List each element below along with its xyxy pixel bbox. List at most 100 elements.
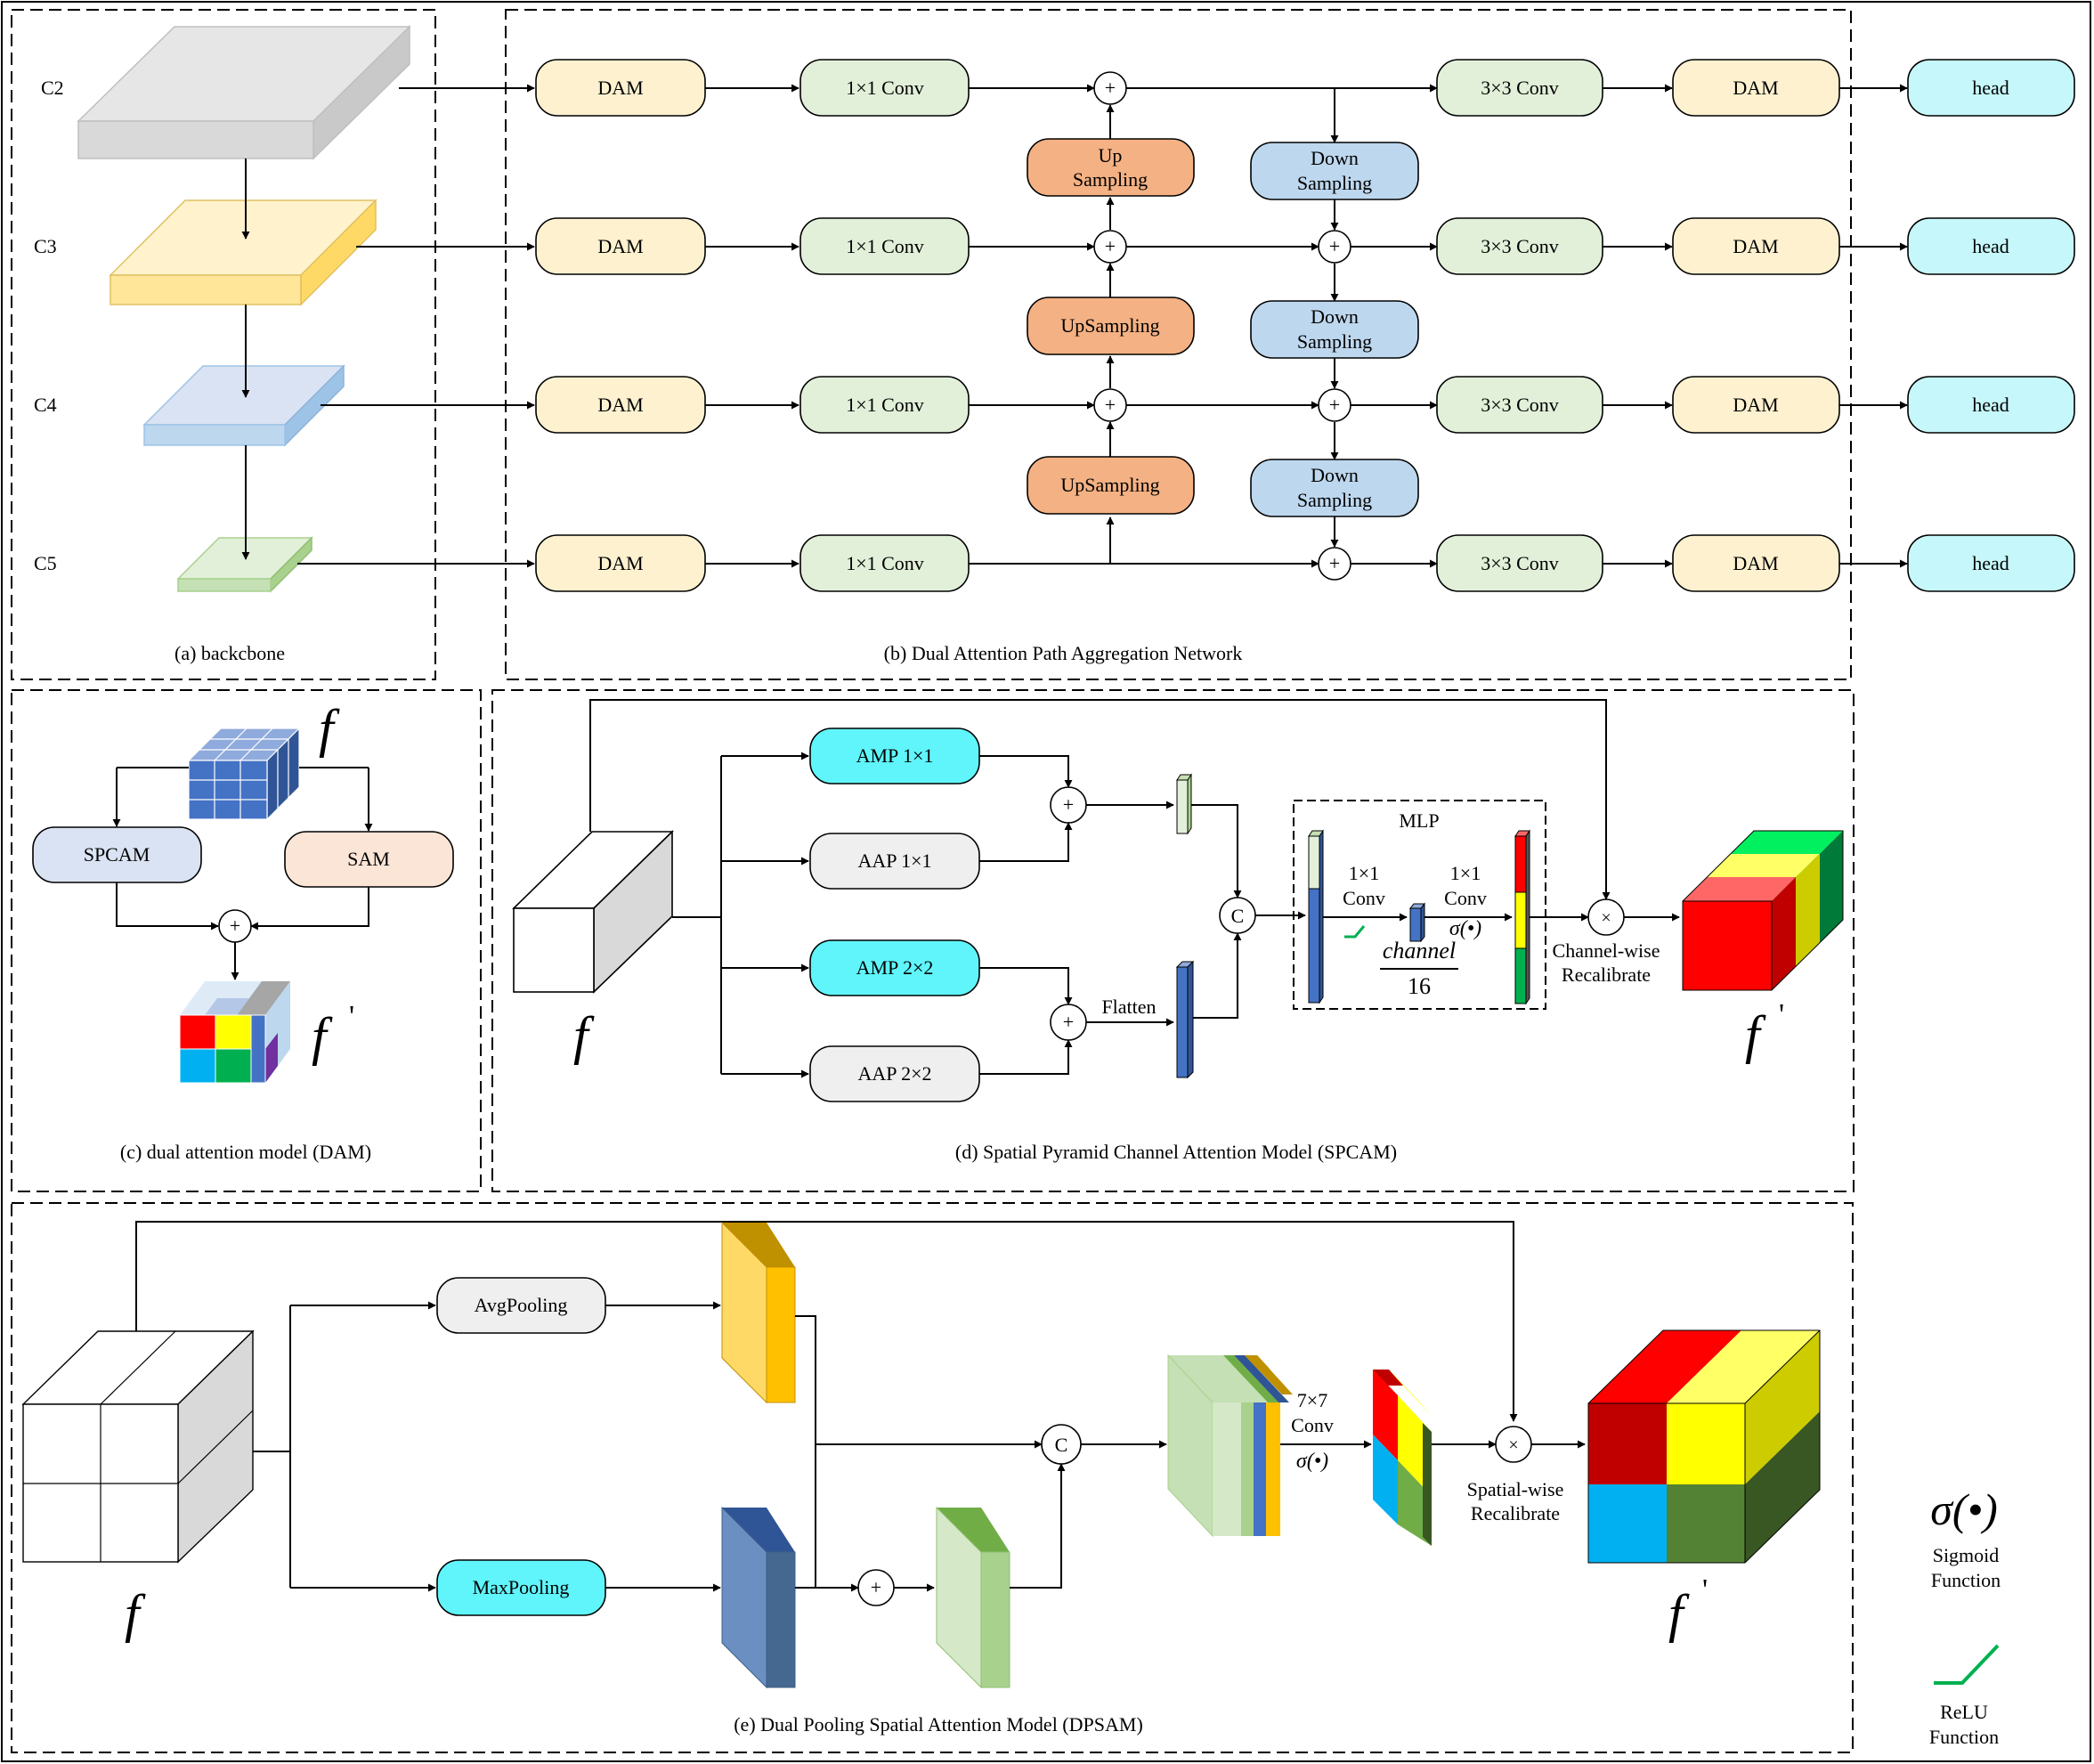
panel-a-caption: (a) backcbone [174,642,285,664]
conv3x3-box [1436,376,1603,434]
level-label-c2: C2 [41,77,64,99]
amp-1x1-label: AMP 1×1 [856,744,934,767]
head-label: head [1972,394,2009,416]
conv3x3-box [1436,534,1603,592]
add-symbol: + [1329,394,1340,416]
relu-icon [1344,925,1366,939]
legend: σ(•) Sigmoid Function ReLU Function [1929,1484,2001,1748]
slab-c4 [142,364,345,447]
output-cube-f-prime [179,981,290,1084]
feature-cuboid-f [512,830,674,994]
f-symbol: f [319,699,340,758]
panel-a-backbone: C2 C3 C4 C5 (a) backcbone [11,9,436,680]
avgpooling-label: AvgPooling [475,1294,568,1316]
upsampling-label: UpSampling [1060,314,1159,337]
dam-box [535,217,706,275]
conv1x1-box [799,217,970,275]
feature-cube-f [187,727,301,821]
panel-e-border [11,1202,1854,1753]
dam-box [1672,376,1840,434]
recalibrate-line1: Channel-wise [1553,939,1660,962]
conv3x3-label: 3×3 Conv [1481,235,1559,257]
level-label-c3: C3 [34,235,57,257]
dam-label: DAM [597,77,643,99]
f-symbol: f [573,1006,595,1065]
upsampling-label-line2: Sampling [1073,168,1148,191]
relu-icon [1934,1644,2000,1685]
conv1x1-b-line1: 1×1 [1450,862,1481,884]
spcam-label: SPCAM [84,843,150,866]
conv3x3-label: 3×3 Conv [1481,77,1559,99]
upsampling-box [1027,456,1195,515]
downsampling-label-line2: Sampling [1297,330,1372,353]
dam-label: DAM [597,552,643,574]
panel-c-caption: (c) dual attention model (DAM) [120,1141,371,1163]
panel-c-border [11,689,482,1192]
legend-relu-line2: Function [1929,1726,1999,1748]
downsampling-box [1250,142,1419,200]
amp-2x2-label: AMP 2×2 [856,956,934,979]
sixteen-label: 16 [1408,973,1431,999]
add-node [1093,388,1127,422]
dam-box [535,376,706,434]
panel-e-dpsam: f AvgPooling MaxPooling + [11,1202,1854,1753]
sigma-label: σ(•) [1449,917,1481,940]
dam-label: DAM [1733,394,1778,416]
downsampling-box [1250,300,1419,359]
downsampling-label-line1: Down [1311,305,1359,328]
add-symbol: + [1105,235,1116,257]
dam-box [535,534,706,592]
panel-c-dam: f SPCAM SAM + f ' (c) dual attention [11,689,482,1192]
dam-label: DAM [1733,552,1778,574]
multiply-symbol: × [1508,1435,1518,1455]
dam-box [535,59,706,117]
prime-mark: ' [1779,998,1784,1031]
recalibrate-line2: Recalibrate [1562,963,1651,986]
sam-label: SAM [347,848,390,870]
head-label: head [1972,77,2009,99]
panel-d-spcam: f AMP 1×1 AAP 1×1 AMP 2×2 AAP 2×2 + + [491,689,1855,1192]
add-symbol: + [230,915,240,937]
slab-c2 [77,25,411,160]
head-label: head [1972,552,2009,574]
conv1x1-a-line2: Conv [1343,887,1385,909]
f-symbol: f [125,1584,146,1643]
add-symbol: + [1329,552,1340,574]
head-box [1907,534,2075,592]
maxpooling-label: MaxPooling [473,1576,570,1598]
pan-row-3: DAM 1×1 Conv 3×3 Conv DAM head [535,376,2075,434]
head-box [1907,217,2075,275]
dam-box [1672,534,1840,592]
dam-label: DAM [1733,77,1778,99]
dam-box [1672,59,1840,117]
legend-sigmoid-line2: Function [1931,1569,2001,1591]
dam-box [1672,217,1840,275]
add-node [1093,71,1127,105]
conv1x1-box [799,376,970,434]
head-box [1907,376,2075,434]
prime-mark: ' [1702,1573,1708,1606]
upsampling-label: UpSampling [1060,474,1159,496]
concat-symbol: C [1055,1434,1068,1456]
add-node [1093,230,1127,264]
add-symbol: + [1063,793,1074,816]
f-prime-symbol: f [1745,1005,1766,1064]
conv3x3-label: 3×3 Conv [1481,394,1559,416]
head-label: head [1972,235,2009,257]
recalibrate-line2: Recalibrate [1471,1502,1560,1524]
mlp-box [1293,800,1546,1010]
conv1x1-label: 1×1 Conv [846,394,924,416]
conv7x7-line1: 7×7 [1297,1389,1327,1411]
spatial-weight-map [1373,1370,1432,1546]
add-symbol: + [1063,1011,1074,1033]
panel-d-caption: (d) Spatial Pyramid Channel Attention Mo… [955,1141,1397,1163]
reduced-vector [1408,902,1426,943]
level-label-c5: C5 [34,552,57,574]
level-label-c4: C4 [34,394,57,416]
recalibrate-line1: Spatial-wise [1467,1478,1564,1500]
downsampling-label-line2: Sampling [1297,489,1372,511]
pan-row-4: DAM 1×1 Conv 3×3 Conv DAM head [535,534,2075,592]
f-prime-symbol: f [312,1007,333,1066]
max-pooled-map [721,1506,796,1689]
